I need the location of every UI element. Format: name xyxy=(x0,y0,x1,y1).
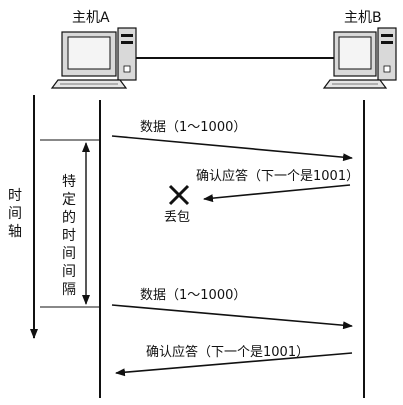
time-axis-char-1: 间 xyxy=(8,206,22,222)
data-arrow-1 xyxy=(111,135,353,162)
interval-char-0: 特 xyxy=(62,174,76,190)
data-label-1: 数据（1～1000） xyxy=(140,120,246,135)
packet-loss-label: 丢包 xyxy=(164,210,190,225)
ack-label-2: 确认应答（下一个是1001） xyxy=(146,344,309,360)
ack-arrow-lost xyxy=(203,184,351,203)
computer-icon-host-b xyxy=(322,27,397,89)
ack-arrow-2 xyxy=(115,352,353,377)
interval-char-3: 时 xyxy=(62,228,76,244)
computer-icon-host-a xyxy=(50,27,137,89)
ack-label-1: 确认应答（下一个是1001） xyxy=(196,168,359,184)
interval-char-2: 的 xyxy=(62,210,76,226)
time-axis-char-0: 时 xyxy=(8,188,22,204)
interval-char-4: 间 xyxy=(62,246,76,262)
time-axis-char-2: 轴 xyxy=(8,224,22,240)
data-label-2: 数据（1～1000） xyxy=(140,288,246,303)
data-arrow-2 xyxy=(111,304,353,330)
packet-loss-x-icon xyxy=(168,184,190,206)
host-a-label: 主机A xyxy=(72,10,110,26)
host-b-label: 主机B xyxy=(344,10,382,26)
interval-char-6: 隔 xyxy=(62,282,76,298)
interval-char-5: 间 xyxy=(62,264,76,280)
interval-char-1: 定 xyxy=(62,192,76,208)
